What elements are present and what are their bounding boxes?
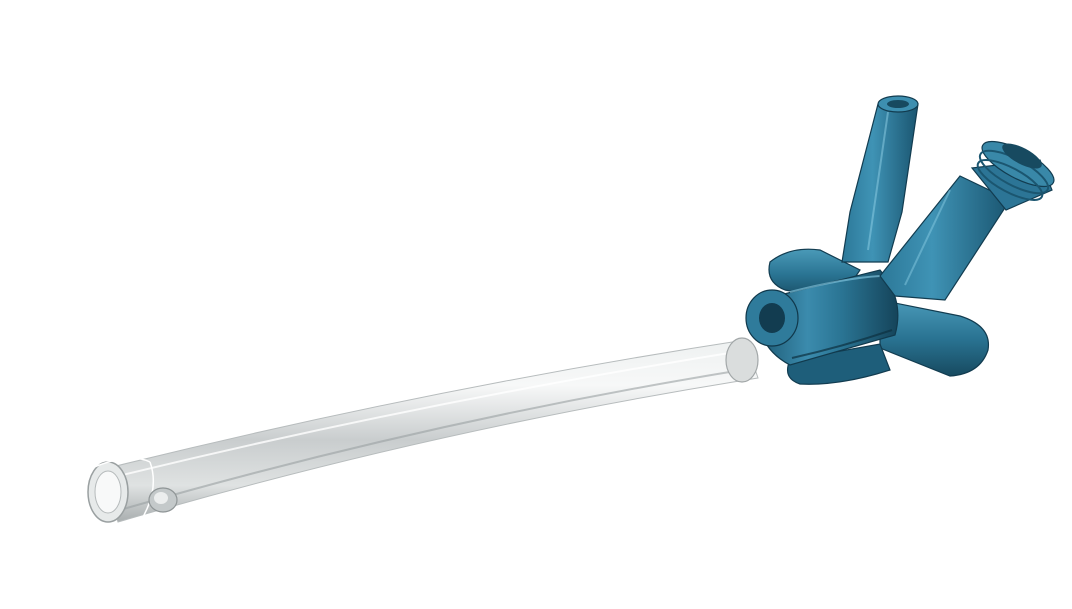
threaded-port [879,140,1055,301]
catheter-tube [99,339,759,523]
hub-lumen-opening [759,303,785,333]
hub-wing-front [879,299,990,377]
connector-hub [745,248,990,385]
vertical-port [841,95,919,263]
tube-tip [87,457,178,525]
